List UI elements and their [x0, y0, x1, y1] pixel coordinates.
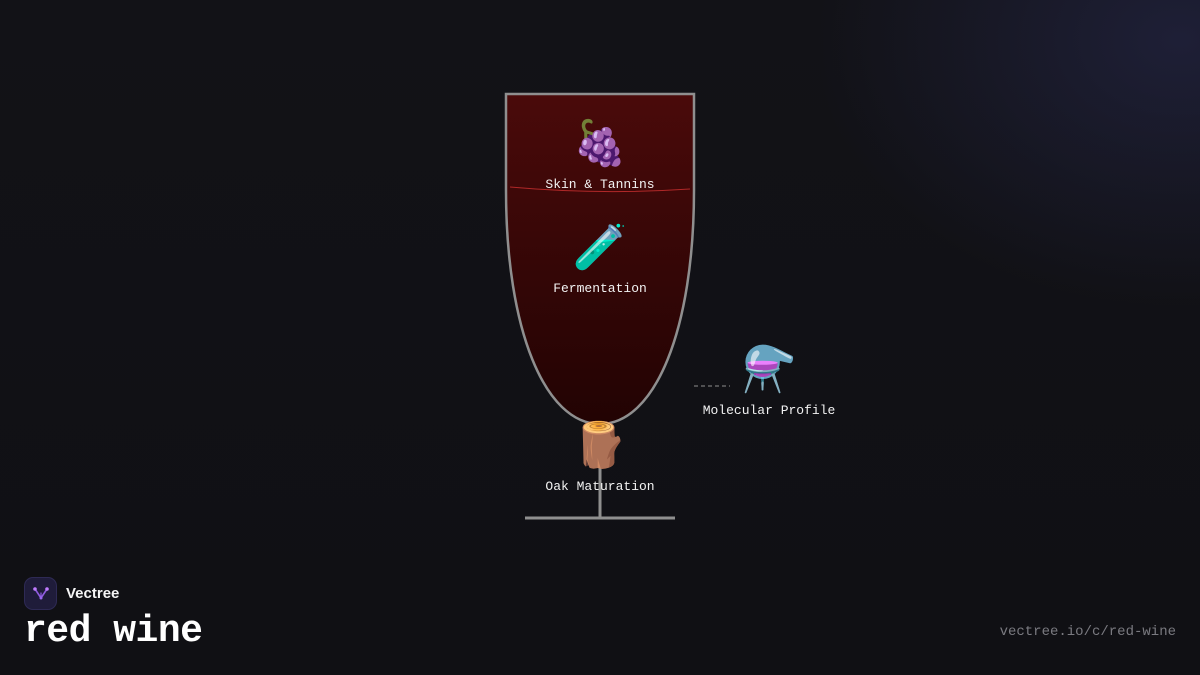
wine-surface-line: [509, 186, 691, 193]
node-label-fermentation: Fermentation: [553, 281, 647, 296]
wood-log-icon: 🪵: [572, 420, 628, 471]
vectree-logo-icon: [24, 577, 57, 610]
node-label-skin-tannins: Skin & Tannins: [545, 177, 655, 192]
brand: Vectree: [24, 577, 119, 610]
grapes-icon: 🍇: [572, 118, 628, 169]
node-label-oak-maturation: Oak Maturation: [545, 479, 655, 494]
node-label-molecular-profile: Molecular Profile: [702, 403, 836, 418]
page-title: red wine: [24, 610, 203, 653]
test-tube-icon: 🧪: [572, 222, 628, 273]
source-url[interactable]: vectree.io/c/red-wine: [999, 624, 1176, 640]
brand-name: Vectree: [66, 585, 120, 602]
glass-bowl: [504, 92, 696, 426]
alembic-icon: ⚗️: [741, 344, 797, 395]
